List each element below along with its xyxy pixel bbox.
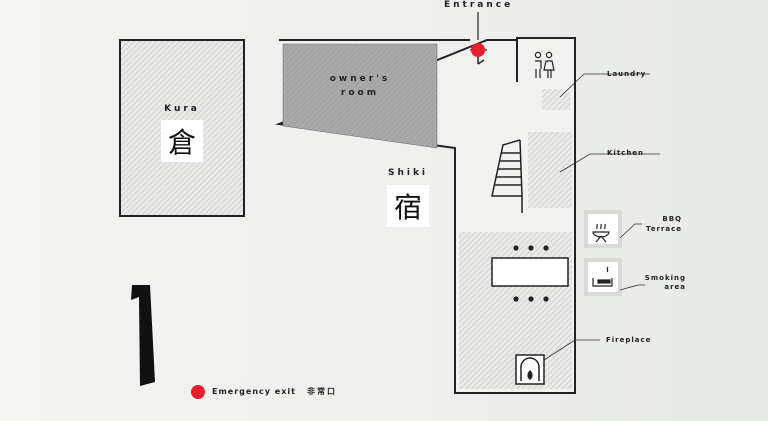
smoking-area xyxy=(584,258,622,296)
owners-room xyxy=(282,43,438,149)
fireplace-icon xyxy=(515,354,545,385)
stairs xyxy=(491,139,523,213)
shiki-label: Shiki xyxy=(387,168,429,178)
legend-label-jp: 非常口 xyxy=(307,387,337,396)
owners-room-label-2: room xyxy=(340,88,380,98)
kitchen-label: Kitchen xyxy=(607,149,645,157)
smoking-label-1: Smoking xyxy=(644,274,686,282)
bbq-label-2: Terrace xyxy=(645,225,682,233)
legend-label: Emergency exit xyxy=(212,387,296,396)
smoking-label-2: area xyxy=(664,283,686,291)
bbq-label-1: BBQ xyxy=(662,215,682,223)
kura-label: Kura xyxy=(164,104,200,114)
laundry-area xyxy=(542,89,570,110)
restroom-icon xyxy=(534,51,555,78)
shiki-kanji: 宿 xyxy=(387,185,429,227)
legend-exit-dot xyxy=(191,385,205,399)
kura-kanji: 倉 xyxy=(161,120,203,162)
bbq-grill-icon xyxy=(592,223,610,243)
kitchen-area xyxy=(528,132,572,208)
bbq-terrace xyxy=(584,210,622,248)
fireplace-label: Fireplace xyxy=(606,336,652,344)
floor-number-glyph xyxy=(131,285,155,386)
entrance-label: Entrance xyxy=(444,0,514,10)
emergency-exit-dot-icon xyxy=(470,12,487,57)
smoking-icon xyxy=(592,266,613,287)
dining-table xyxy=(491,245,569,302)
owners-room-label-1: owner's xyxy=(329,74,391,84)
laundry-label: Laundry xyxy=(607,70,647,78)
